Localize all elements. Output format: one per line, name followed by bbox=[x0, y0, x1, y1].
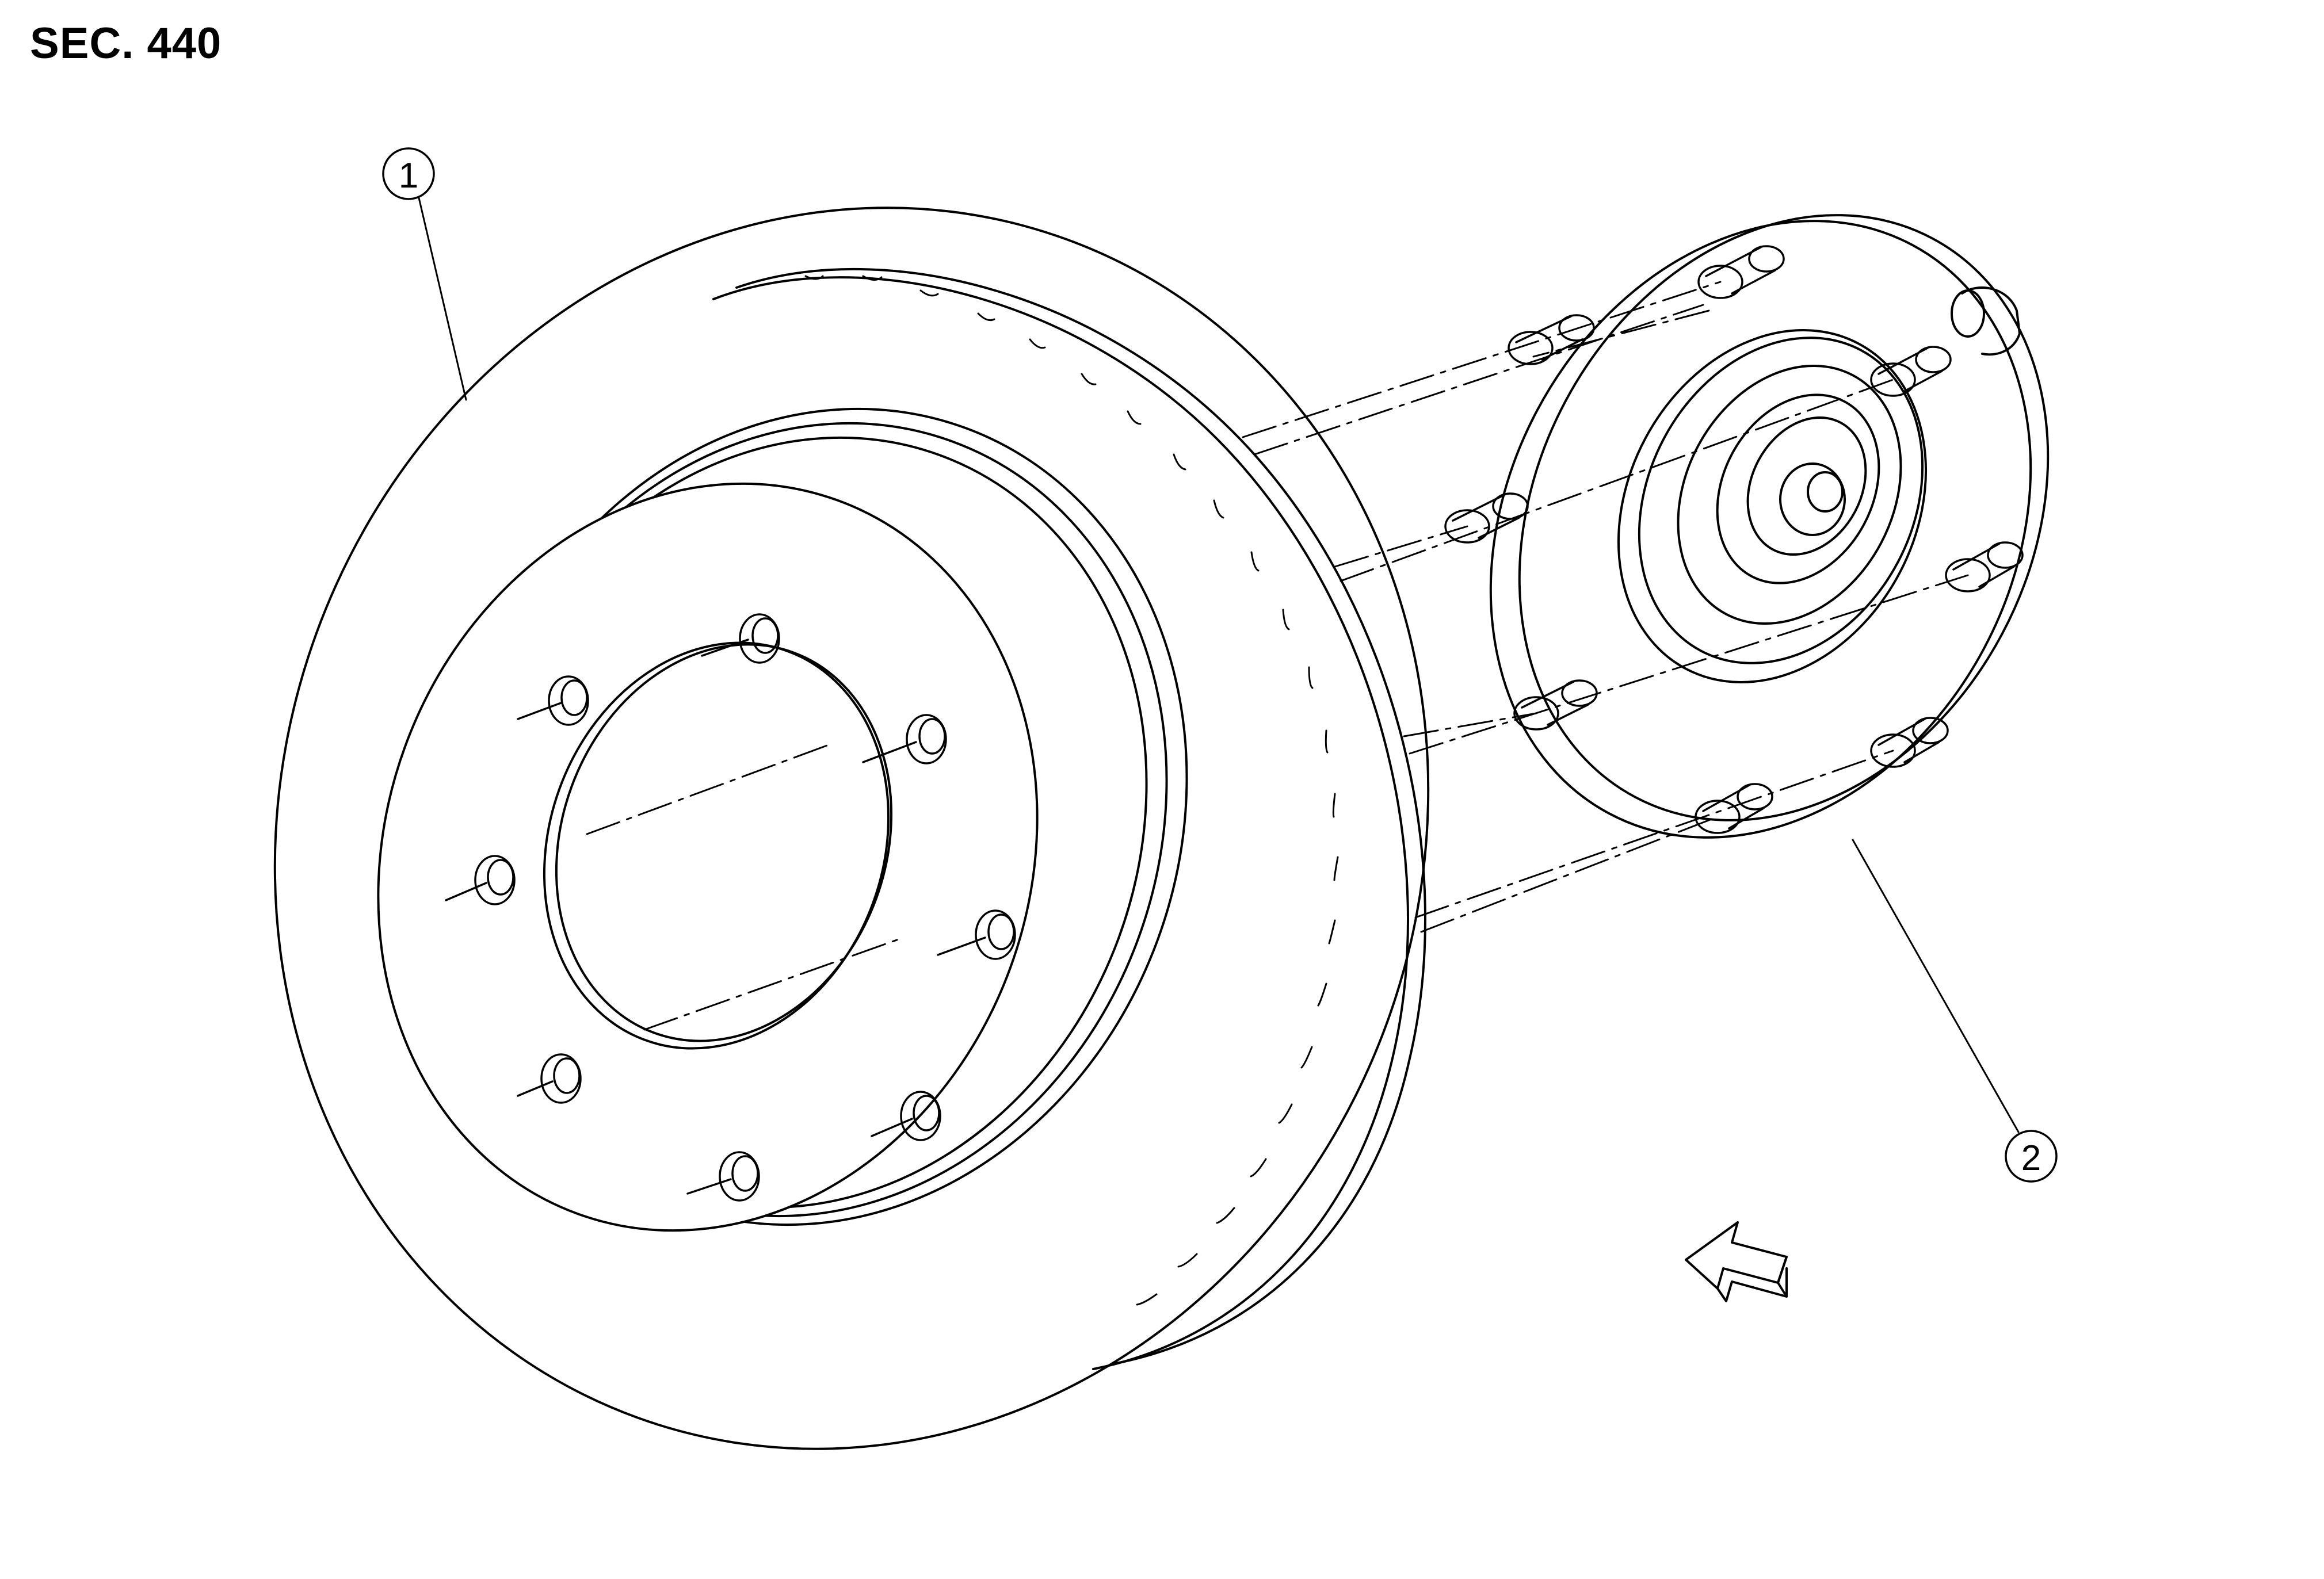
hub-stud bbox=[1870, 346, 1952, 397]
hub-stud bbox=[1695, 783, 1773, 834]
hub-studs bbox=[1444, 245, 2024, 834]
axle-stub-end bbox=[1807, 471, 1844, 513]
alignment-line bbox=[1242, 281, 1722, 438]
callout-2-leader bbox=[1852, 839, 2020, 1133]
hub-stud bbox=[1513, 679, 1598, 731]
hub-bearing-ring-3 bbox=[1677, 364, 1902, 625]
hub-flange-rim bbox=[1489, 220, 2032, 839]
callout-2-bubble bbox=[2005, 1130, 2058, 1183]
alignment-line bbox=[1403, 712, 1537, 737]
hub-stud bbox=[1508, 314, 1595, 365]
brake-rotor bbox=[273, 207, 1430, 1450]
stud-hole bbox=[517, 675, 589, 726]
callout-2-label: 2 bbox=[2021, 1138, 2041, 1178]
alignment-line bbox=[643, 936, 905, 1031]
view-direction-arrow-shadow bbox=[1716, 1256, 1788, 1302]
rotor-rear-edge-inner bbox=[735, 267, 1427, 1364]
rotor-center-bore-inner bbox=[555, 643, 893, 1042]
hub-bearing-ring-1 bbox=[1617, 329, 1928, 683]
hub-stud bbox=[1945, 541, 2024, 592]
hub-rear-stub bbox=[1961, 286, 2021, 356]
view-direction-arrow-icon bbox=[1685, 1221, 1788, 1302]
stud-hole bbox=[686, 1151, 760, 1202]
alignment-line bbox=[1340, 378, 1894, 582]
hub-bearing-ring-4 bbox=[1716, 393, 1880, 584]
callout-1-label: 1 bbox=[399, 156, 418, 196]
rotor-rear-edge bbox=[712, 276, 1410, 1370]
hub-flange-rim-back bbox=[1518, 214, 2050, 821]
stud-hole bbox=[871, 1091, 941, 1141]
callout-1-bubble bbox=[382, 147, 435, 200]
wheel-hub bbox=[1444, 214, 2050, 839]
assembly-alignment-lines bbox=[586, 281, 1969, 1031]
rotor-stud-holes bbox=[445, 613, 1016, 1202]
alignment-line bbox=[1253, 304, 1710, 456]
alignment-line bbox=[1414, 750, 1894, 919]
rotor-hat-face bbox=[377, 482, 1039, 1232]
hub-bearing-ring-5 bbox=[1746, 416, 1867, 556]
stud-hole bbox=[517, 1053, 582, 1104]
rotor-cooling-vanes bbox=[804, 275, 1339, 1306]
section-label: SEC. 440 bbox=[30, 19, 222, 68]
axle-stub-face bbox=[1779, 462, 1846, 536]
view-direction-arrow-outline bbox=[1685, 1221, 1788, 1290]
hub-rear-stub-cap bbox=[1951, 289, 1985, 338]
callout-2: 2 bbox=[1852, 839, 2058, 1183]
stud-hole bbox=[445, 855, 516, 905]
stud-hole bbox=[862, 714, 947, 764]
hub-bearing-ring-2 bbox=[1638, 337, 1924, 664]
hub-stud bbox=[1870, 717, 1949, 768]
stud-hole bbox=[937, 909, 1016, 960]
rotor-friction-face bbox=[273, 207, 1430, 1450]
alignment-line bbox=[586, 744, 830, 835]
hub-stud bbox=[1697, 245, 1785, 299]
stud-hole bbox=[701, 613, 780, 664]
callout-1-leader bbox=[418, 197, 467, 401]
callout-1: 1 bbox=[382, 147, 467, 401]
alignment-line bbox=[1420, 816, 1719, 933]
alignment-line bbox=[1409, 574, 1969, 755]
alignment-line bbox=[1334, 525, 1468, 568]
